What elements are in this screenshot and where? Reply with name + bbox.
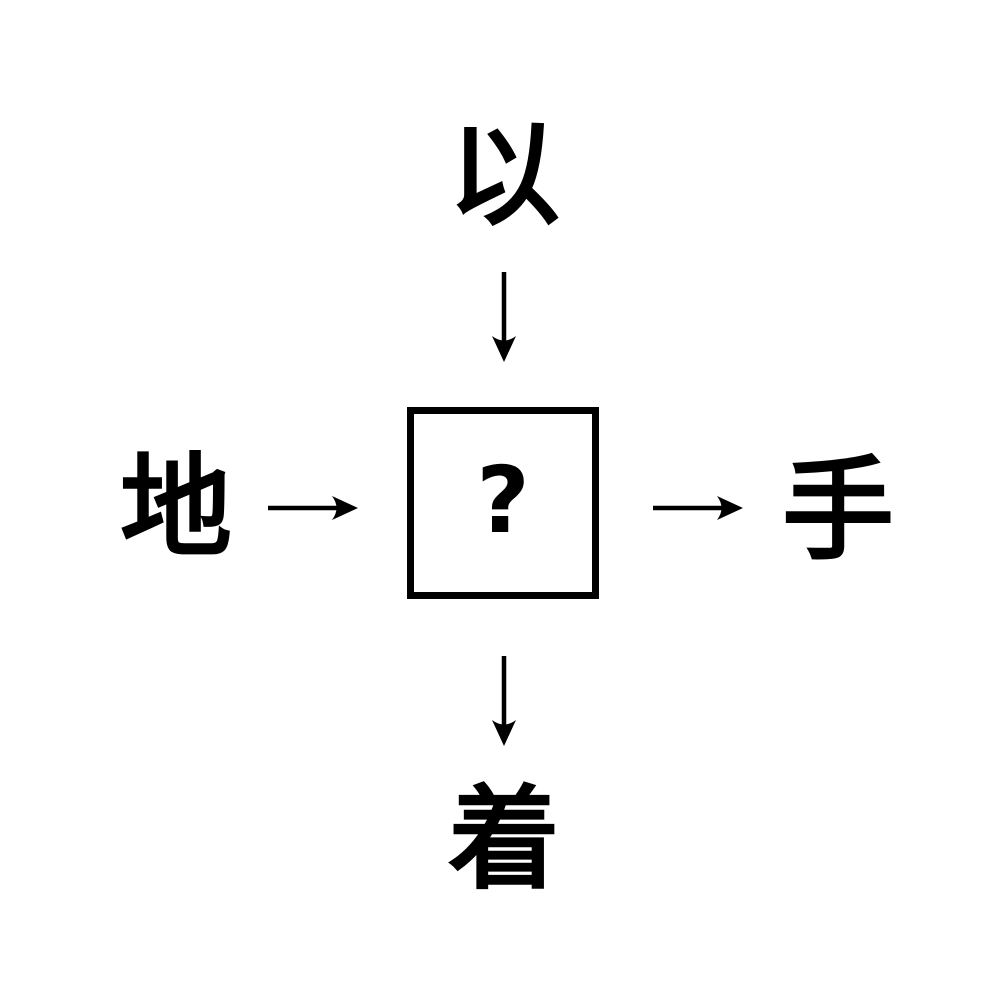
down-arrow-icon-top <box>492 272 516 362</box>
right-arrow-icon-left <box>268 496 358 520</box>
answer-box: ? <box>407 407 599 599</box>
kanji-bottom: 着 <box>448 775 560 905</box>
question-mark: ? <box>476 447 530 554</box>
right-arrow-icon-right <box>653 496 743 520</box>
kanji-left: 地 <box>120 443 232 573</box>
kanji-top: 以 <box>448 111 560 241</box>
kanji-right: 手 <box>782 446 894 576</box>
down-arrow-icon-bottom <box>492 656 516 746</box>
